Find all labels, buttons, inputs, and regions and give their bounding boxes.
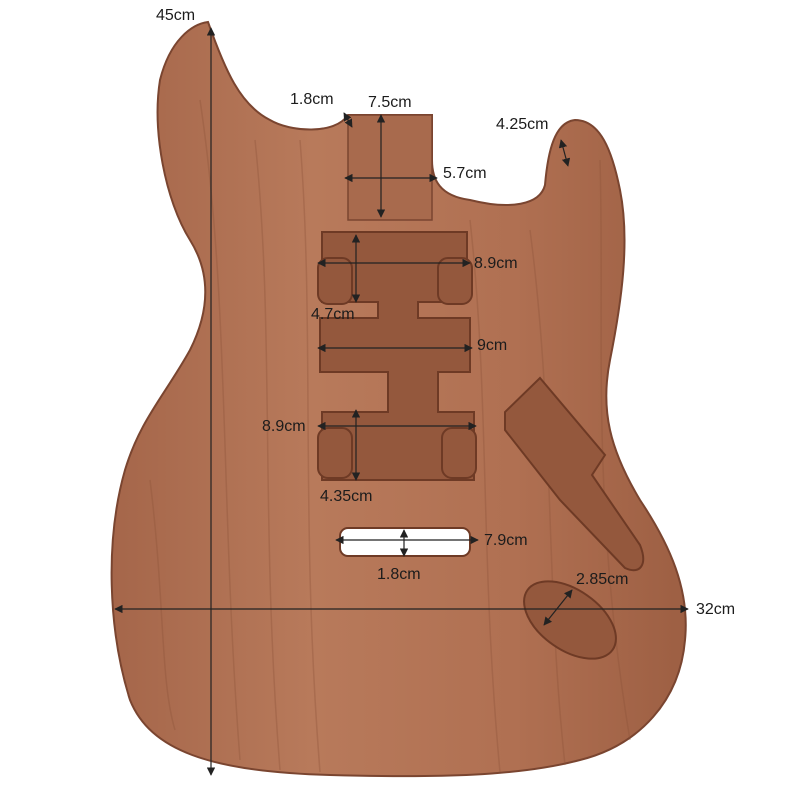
pickup-cavity: [317, 231, 477, 481]
dim-bridge-pickup-height-label: 4.35cm: [320, 488, 373, 505]
control-cavity: [504, 376, 645, 572]
tremolo-slot: [339, 527, 471, 557]
dim-bridge-pickup-width-label: 8.9cm: [262, 418, 306, 435]
dim-total-width-label: 32cm: [696, 601, 736, 618]
dim-tremolo-height-label: 1.8cm: [377, 566, 421, 583]
dim-neck-pocket-length-label: 7.5cm: [368, 94, 412, 111]
dim-neck-pickup-width-label: 8.9cm: [474, 255, 518, 272]
dim-neck-pickup-height-label: 4.7cm: [311, 306, 355, 323]
dim-tremolo-width-label: 7.9cm: [484, 532, 528, 549]
dimension-lines: [114, 27, 689, 776]
neck-pocket: [347, 114, 433, 221]
dim-total-length-label: 45cm: [156, 7, 196, 24]
dim-neck-pocket-width-label: 5.7cm: [443, 165, 487, 182]
dim-horn-left-label: 1.8cm: [290, 91, 334, 108]
dim-horn-right-label: 4.25cm: [496, 116, 549, 133]
dim-middle-pickup-width-label: 9cm: [477, 337, 508, 354]
dim-jack-width-label: 2.85cm: [576, 571, 629, 588]
